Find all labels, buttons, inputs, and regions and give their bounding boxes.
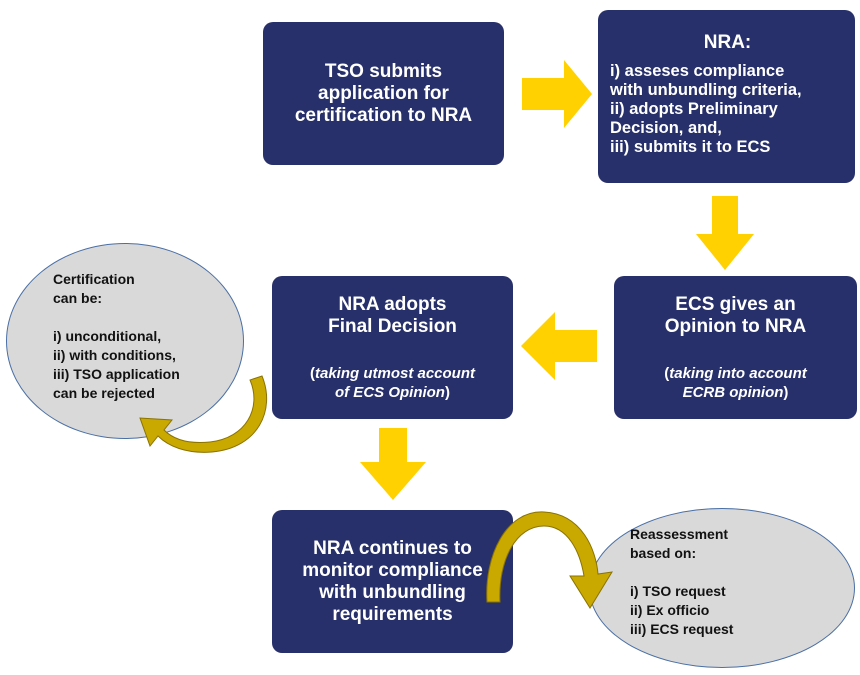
- reassessment-ellipse: Reassessment based on: i) TSO request ii…: [589, 508, 855, 668]
- nra-assessment-line: with unbundling criteria,: [610, 81, 802, 99]
- ellipse-line: can be:: [53, 290, 103, 306]
- curved-arrow-icon: [139, 375, 268, 453]
- ellipse-line: ii) Ex officio: [630, 602, 710, 618]
- ellipse-line: ii) with conditions,: [53, 347, 176, 363]
- ecs-opinion-note: (taking into account ECRB opinion): [664, 364, 807, 402]
- ellipse-line: based on:: [630, 545, 697, 561]
- nra-monitor-box: NRA continues to monitor compliance with…: [272, 510, 513, 653]
- nra-monitor-text: NRA continues to monitor compliance with…: [302, 537, 483, 625]
- nra-assessment-line: ii) adopts Preliminary: [610, 100, 778, 118]
- ellipse-line: i) TSO request: [630, 583, 726, 599]
- nra-final-decision-note-text: taking utmost account of ECS Opinion: [314, 364, 475, 401]
- note-open-paren: (: [664, 364, 670, 382]
- arrow-down-icon: [696, 196, 754, 270]
- arrow-down-icon: [360, 428, 426, 500]
- nra-assessment-line: iii) submits it to ECS: [610, 138, 771, 156]
- ecs-opinion-box: ECS gives an Opinion to NRA (taking into…: [614, 276, 857, 419]
- ellipse-line: Reassessment: [630, 526, 729, 542]
- certification-ellipse: Certification can be: i) unconditional, …: [6, 243, 244, 439]
- ellipse-line: iii) TSO application: [53, 366, 180, 382]
- nra-assessment-line: i) asseses compliance: [610, 62, 785, 80]
- tso-submits-box: TSO submits application for certificatio…: [263, 22, 504, 165]
- nra-final-decision-title: NRA adopts Final Decision: [328, 293, 457, 337]
- arrow-right-icon: [522, 60, 592, 128]
- nra-assessment-box: NRA: i) asseses compliance with unbundli…: [598, 10, 855, 183]
- ellipse-line: i) unconditional,: [53, 328, 162, 344]
- nra-final-decision-note: (taking utmost account of ECS Opinion): [310, 364, 475, 402]
- ecs-opinion-note-text: taking into account ECRB opinion: [669, 364, 807, 401]
- ellipse-line: Certification: [53, 271, 135, 287]
- nra-assessment-line: Decision, and,: [610, 119, 722, 137]
- note-open-paren: (: [309, 364, 315, 382]
- nra-assessment-title: NRA:: [703, 32, 752, 53]
- nra-final-decision-box: NRA adopts Final Decision (taking utmost…: [272, 276, 513, 419]
- note-close-paren: ): [783, 383, 789, 401]
- tso-submits-text: TSO submits application for certificatio…: [294, 60, 473, 126]
- ellipse-line: can be rejected: [53, 385, 155, 401]
- ecs-opinion-title: ECS gives an Opinion to NRA: [664, 293, 807, 337]
- ellipse-line: iii) ECS request: [630, 621, 734, 637]
- arrow-left-icon: [521, 312, 597, 380]
- curved-arrow-icon: [486, 511, 613, 609]
- note-close-paren: ): [444, 383, 450, 401]
